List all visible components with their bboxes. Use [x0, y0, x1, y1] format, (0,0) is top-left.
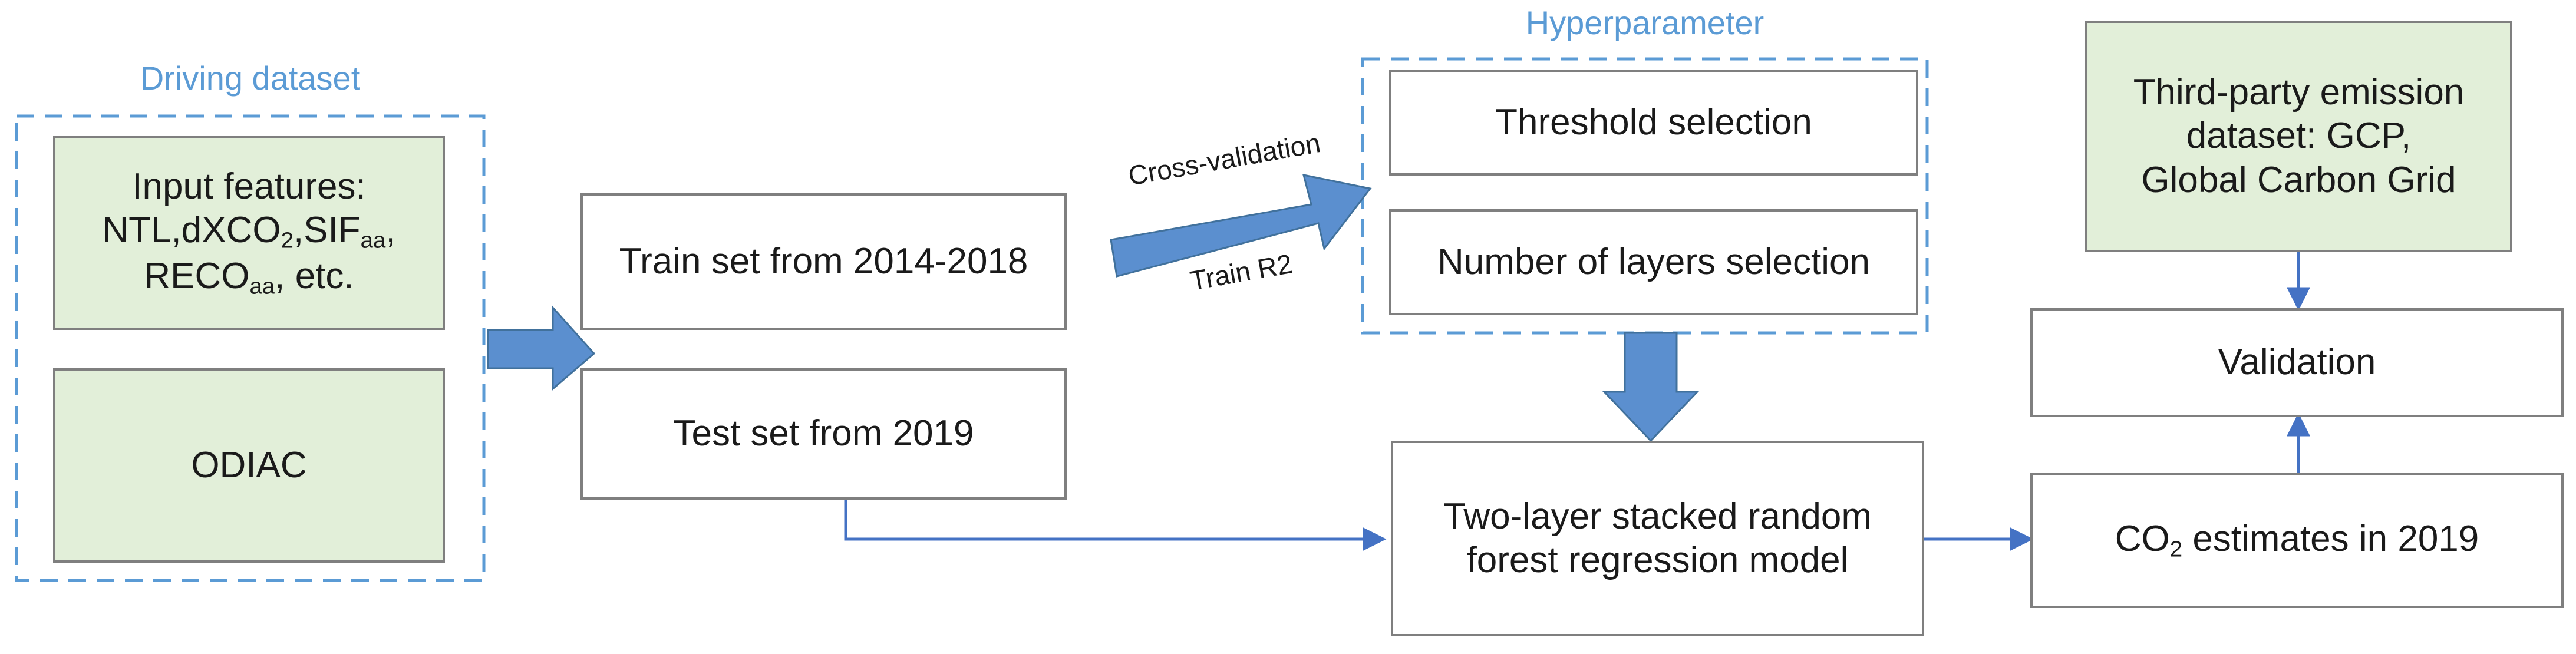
- odiac-label: ODIAC: [191, 444, 307, 485]
- hyperparameter-label: Hyperparameter: [1525, 4, 1764, 41]
- co2-estimates-box: CO2 estimates in 2019: [2030, 473, 2564, 608]
- third-party-line3: Global Carbon Grid: [2141, 159, 2456, 200]
- driving-dataset-label: Driving dataset: [140, 60, 361, 97]
- test-set-box: Test set from 2019: [580, 368, 1067, 500]
- input-features-list-cont: RECOaa, etc.: [144, 256, 354, 299]
- driving-dataset-frame: [15, 114, 486, 582]
- big-arrow-into-split: [487, 305, 596, 391]
- layers-selection-box: Number of layers selection: [1389, 209, 1918, 315]
- big-arrow-into-model: [1602, 332, 1700, 442]
- test-set-label: Test set from 2019: [673, 413, 974, 454]
- input-features-list: NTL,dXCO2,SIFaa,: [102, 210, 396, 254]
- train-set-label: Train set from 2014-2018: [619, 240, 1028, 282]
- stacked-rf-model-box: Two-layer stacked random forest regressi…: [1391, 441, 1924, 636]
- co2-estimates-label: CO2 estimates in 2019: [2115, 518, 2479, 562]
- odiac-box: ODIAC: [53, 368, 445, 563]
- connector-test-to-model: [844, 500, 1387, 551]
- input-features-box: Input features: NTL,dXCO2,SIFaa, RECOaa,…: [53, 136, 445, 330]
- third-party-dataset-box: Third-party emission dataset: GCP, Globa…: [2085, 21, 2512, 252]
- model-label-line2: forest regression model: [1466, 540, 1849, 580]
- input-features-title: Input features:: [132, 166, 366, 207]
- threshold-selection-label: Threshold selection: [1495, 101, 1812, 143]
- validation-box: Validation: [2030, 308, 2564, 417]
- layers-selection-label: Number of layers selection: [1437, 241, 1870, 282]
- threshold-selection-box: Threshold selection: [1389, 70, 1918, 176]
- model-label-line1: Two-layer stacked random: [1443, 496, 1872, 537]
- train-set-box: Train set from 2014-2018: [580, 193, 1067, 330]
- third-party-line1: Third-party emission: [2133, 71, 2465, 113]
- validation-label: Validation: [2218, 342, 2376, 383]
- big-arrow-cross-validation: [1110, 174, 1372, 278]
- third-party-line2: dataset: GCP,: [2186, 115, 2412, 157]
